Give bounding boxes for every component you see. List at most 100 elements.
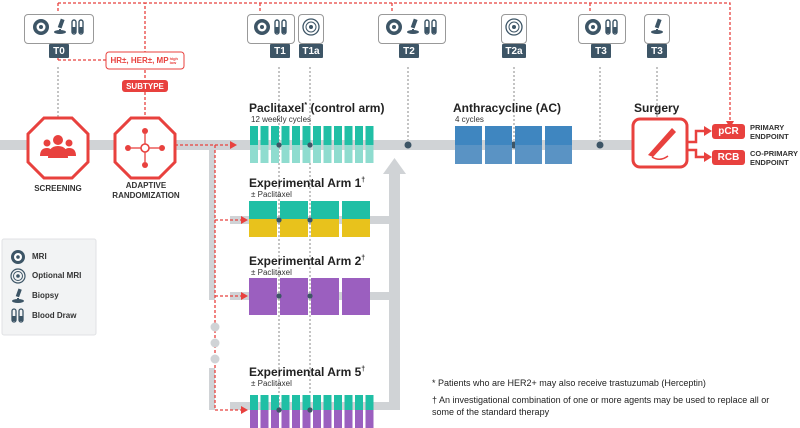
control-cycle-block [334,126,342,145]
timepoint-label: T3 [647,44,667,58]
timepoint-dot [307,217,313,223]
mri-icon [385,18,403,41]
ac-cycle-block-lower [515,145,542,164]
control-cycle-block [250,126,258,145]
blood-draw-icon [10,308,26,329]
arm5-cycle-block-lower [260,410,269,428]
arm2-cycle-block [249,278,277,315]
control-cycle-block-lower [355,145,363,163]
ac-cycle-block-lower [485,145,512,164]
surgery-title: Surgery [634,101,680,115]
control-cycle-block [260,126,269,145]
more-arms-ellipsis [210,322,399,364]
arm5-cycle-block-lower [313,410,321,428]
arm1-cycle-block-lower [311,219,339,237]
arm1-cycle-block [280,201,308,219]
arm5-cycle-block [281,395,290,410]
arm5-cycle-block [344,395,353,410]
randomization-label: ADAPTIVE RANDOMIZATION [112,181,180,200]
biopsy-icon [649,18,665,41]
arm5-cycle-block-lower [334,410,342,428]
arm2-cycle-block [311,278,339,315]
legend-label: MRI [32,252,47,261]
arm5-cycle-block-lower [271,410,279,428]
arm5-cycle-block-lower [292,410,300,428]
timepoint-t2a-box [501,14,527,44]
arm1-cycle-block-lower [280,219,308,237]
control-cycle-block [365,126,374,145]
ac-cycle-block [515,126,542,145]
control-cycle-block-lower [313,145,321,163]
arm5-cycle-block-lower [281,410,290,428]
timepoint-dot [307,142,313,148]
arm5-cycle-block-lower [355,410,363,428]
timepoint-t1-box [247,14,295,44]
arm5-cycle-block [271,395,279,410]
timepoint-t3-box [578,14,626,44]
ac-cycle-block-lower [455,145,482,164]
arm-title-experimental-5: Experimental Arm 5† [249,365,366,379]
surgery-box [631,117,689,169]
subtype-label: SUBTYPE [122,80,168,92]
timepoint-t3-biopsy-box [644,14,670,44]
timepoint-guides [57,67,658,410]
legend-label: Blood Draw [32,311,77,320]
arm2-cycle-block [280,278,308,315]
screening-label: SCREENING [34,184,82,193]
arm5-cycle-block [365,395,374,410]
arm-subtitle-experimental-5: ± Paclitaxel [251,379,292,388]
arm-title-experimental-2: Experimental Arm 2† [249,254,366,268]
control-cycle-block-lower [281,145,290,163]
biopsy-icon [52,18,68,41]
timepoint-t0-box [24,14,94,44]
endpoint-rcb: RCB [712,150,745,165]
arm5-cycle-block [334,395,342,410]
footnote-dagger: † An investigational combination of one … [432,395,770,417]
mri-icon [32,18,50,41]
control-cycle-block [302,126,311,145]
timepoint-label: T2a [502,44,526,58]
arm1-cycle-block [249,201,277,219]
arm-subtitle-experimental-2: ± Paclitaxel [251,268,292,277]
screening-octagon [26,116,90,180]
arm5-cycle-block [302,395,311,410]
ac-cycle-block [455,126,482,145]
ac-cycle-block [545,126,572,145]
arms-merge-line [389,172,400,410]
arm5-cycle-block [260,395,269,410]
timepoint-label: T2 [399,44,419,58]
arm1-cycle-block-lower [342,219,370,237]
arm5-cycle-block [292,395,300,410]
control-cycle-block-lower [260,145,269,163]
control-cycle-block [344,126,353,145]
arms-merge-arrowhead [383,158,406,174]
control-cycle-block-lower [302,145,311,163]
blood-draw-icon [423,18,439,41]
arm-title-experimental-1: Experimental Arm 1† [249,176,366,190]
control-cycle-block-lower [334,145,342,163]
ac-cycle-block-lower [545,145,572,164]
blood-draw-icon [273,18,289,41]
arm1-cycle-block [311,201,339,219]
arm5-cycle-block-lower [250,410,258,428]
timepoint-label: T1 [270,44,290,58]
randomization-branch-line [209,150,215,300]
timepoint-t2-box [378,14,446,44]
anthracycline-subtitle: 4 cycles [455,115,484,124]
timepoint-dot [276,217,282,223]
timepoint-dot [276,293,282,299]
timepoint-label: T1a [299,44,323,58]
arm5-cycle-block [250,395,258,410]
arm1-cycle-block-lower [249,219,277,237]
footnote-star: * Patients who are HER2+ may also receiv… [432,378,706,388]
control-cycle-block [323,126,332,145]
control-cycle-block-lower [250,145,258,163]
timepoint-label: T0 [49,44,69,58]
arm5-cycle-block-lower [302,410,311,428]
arm5-cycle-block-lower [365,410,374,428]
control-cycle-block [355,126,363,145]
endpoint-pcr-description: PRIMARY ENDPOINT [750,123,789,141]
arm5-cycle-block-lower [323,410,332,428]
